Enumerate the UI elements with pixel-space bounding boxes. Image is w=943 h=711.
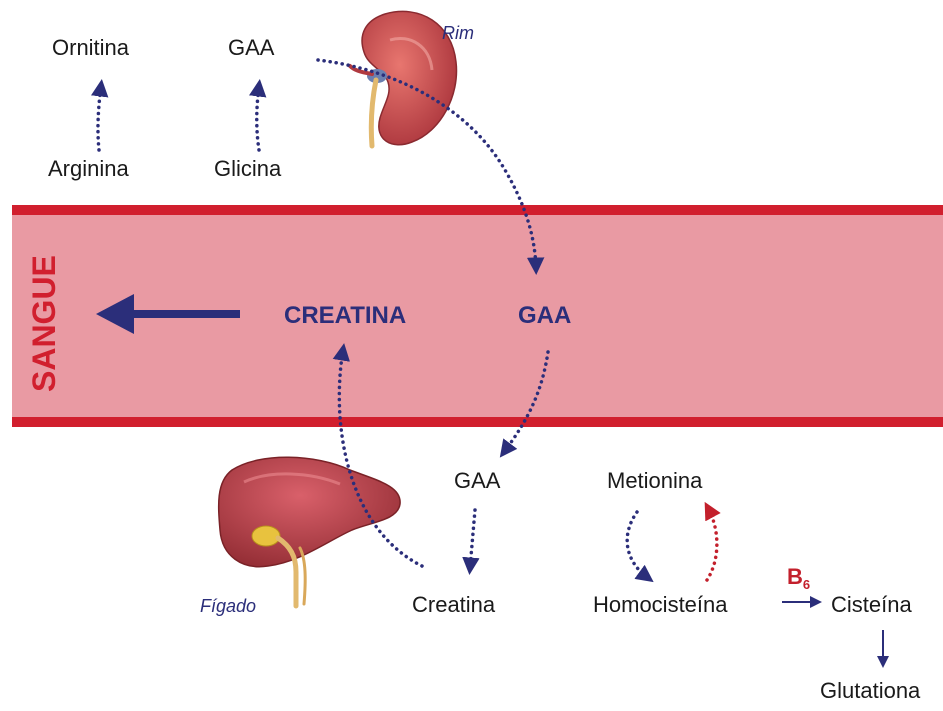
metionina-label: Metionina xyxy=(607,470,702,492)
kidney-label: Rim xyxy=(442,24,474,42)
liver-gaa-label: GAA xyxy=(454,470,500,492)
arrow-homocisteina-to-cisteina xyxy=(782,596,822,608)
arrow-cisteina-to-glutationa xyxy=(877,630,889,668)
kidney-icon xyxy=(350,11,457,146)
liver-label: Fígado xyxy=(200,597,256,615)
cofactor-b6-label: B6 xyxy=(787,566,810,591)
ornitina-label: Ornitina xyxy=(52,37,129,59)
liver-creatina-label: Creatina xyxy=(412,594,495,616)
arrow-glicina-to-gaa xyxy=(257,86,259,150)
sangue-label: SANGUE xyxy=(28,255,60,392)
glutationa-label: Glutationa xyxy=(820,680,920,702)
arrow-arginina-to-ornitina xyxy=(98,86,101,150)
cisteina-label: Cisteína xyxy=(831,594,912,616)
blood-creatina-label: CREATINA xyxy=(284,304,406,328)
liver-icon xyxy=(219,457,400,606)
blood-gaa-label: GAA xyxy=(518,304,571,328)
homocisteina-label: Homocisteína xyxy=(593,594,728,616)
kidney-gaa-label: GAA xyxy=(228,37,274,59)
glicina-label: Glicina xyxy=(214,158,281,180)
arginina-label: Arginina xyxy=(48,158,129,180)
arrow-metionina-to-homocisteina xyxy=(627,512,648,578)
arrow-homocisteina-to-metionina xyxy=(707,508,717,580)
arrow-gaa-to-creatina xyxy=(470,510,475,568)
